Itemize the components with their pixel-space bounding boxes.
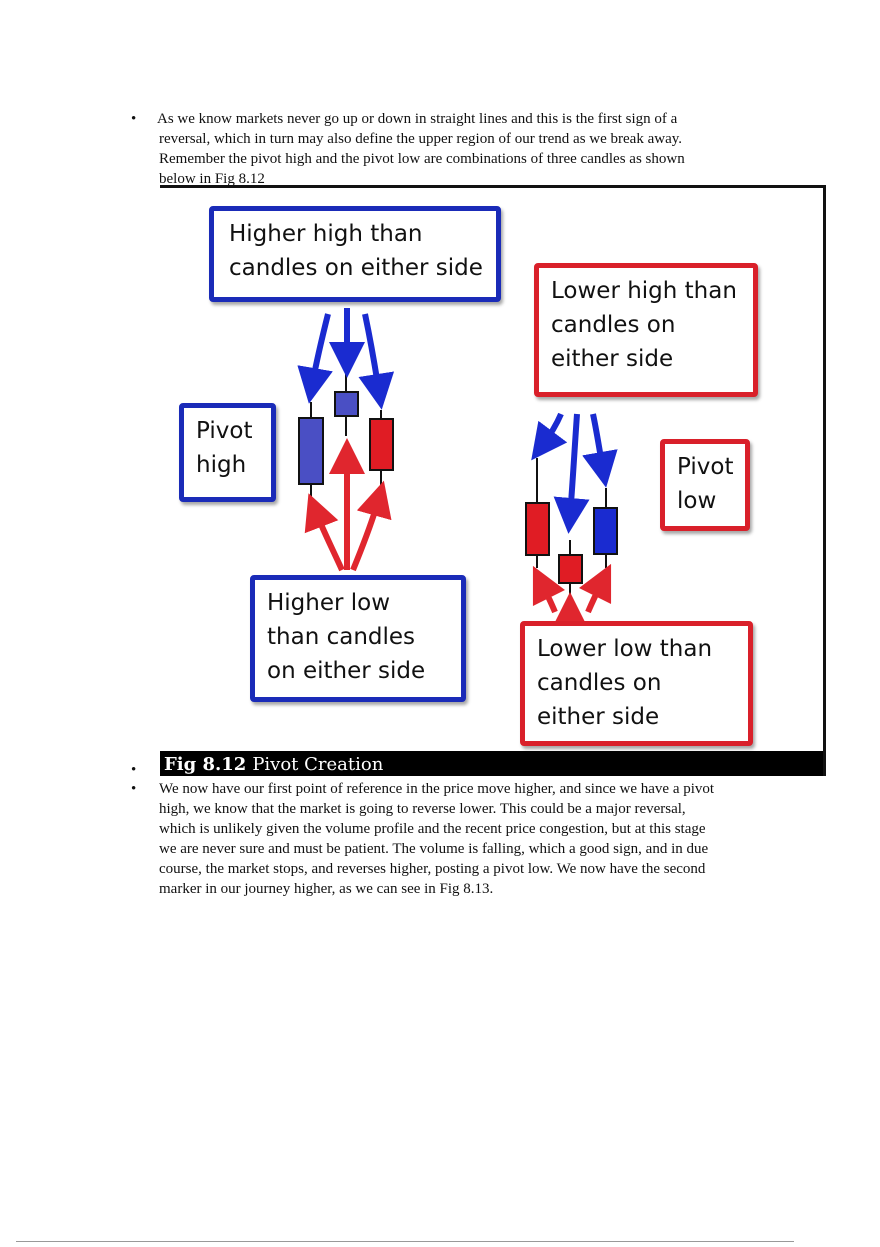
paragraph-line: reversal, which in turn may also define …: [159, 131, 683, 147]
pivot-low-candles: [525, 458, 618, 598]
paragraph-pivot-intro: As we know markets never go up or down i…: [157, 109, 779, 189]
paragraph-pivot-reversal: We now have our first point of reference…: [159, 779, 779, 899]
paragraph-line: we are never sure and must be patient. T…: [159, 841, 709, 857]
callout-pivot-high: Pivot high: [179, 403, 276, 502]
paragraph-line: which is unlikely given the volume profi…: [159, 821, 706, 837]
callout-lower-high: Lower high than candles on either side: [534, 263, 758, 397]
callout-pivot-low: Pivot low: [660, 439, 750, 531]
candle-right-blue: [593, 507, 618, 555]
pivot-low-down-arrows: [531, 412, 618, 534]
paragraph-line: high, we know that the market is going t…: [159, 801, 686, 817]
bullet-marker: •: [131, 781, 137, 797]
bullet-marker-empty: •: [131, 762, 137, 778]
paragraph-line: course, the market stops, and reverses h…: [159, 861, 706, 877]
footer-rule: [16, 1241, 794, 1242]
callout-higher-low: Higher low than candles on either side: [250, 575, 466, 702]
paragraph-line: marker in our journey higher, as we can …: [159, 881, 494, 897]
candle-right-red: [369, 418, 394, 471]
candle-middle-blue: [334, 391, 359, 417]
callout-higher-high: Higher high than candles on either side: [209, 206, 501, 302]
candle-left-blue: [298, 417, 324, 485]
paragraph-line: As we know markets never go up or down i…: [157, 111, 678, 127]
pivot-low-up-arrows: [532, 563, 612, 628]
figure-caption-title: Pivot Creation: [252, 754, 384, 775]
bullet-marker: •: [131, 111, 137, 127]
pivot-high-up-arrows: [304, 438, 392, 572]
pivot-creation-figure: Higher high than candles on either side …: [160, 185, 826, 776]
candle-middle-red: [558, 554, 583, 584]
figure-caption-label: Fig 8.12: [164, 754, 247, 775]
pivot-diagram: [297, 308, 618, 628]
paragraph-line: below in Fig 8.12: [159, 171, 265, 187]
candle-left-red: [525, 502, 550, 556]
pivot-high-down-arrows: [297, 308, 395, 410]
paragraph-line: We now have our first point of reference…: [159, 781, 715, 797]
paragraph-line: Remember the pivot high and the pivot lo…: [159, 151, 685, 167]
pivot-high-candles: [298, 374, 394, 500]
callout-lower-low: Lower low than candles on either side: [520, 621, 753, 746]
